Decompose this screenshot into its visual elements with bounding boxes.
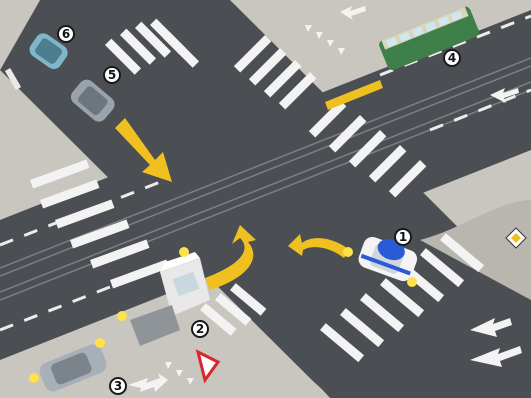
car3-indicator-rear bbox=[29, 373, 39, 383]
tram bbox=[379, 6, 479, 71]
sidewalk-corner-left bbox=[0, 0, 40, 70]
arrow-tram-left bbox=[325, 80, 383, 110]
label-2-text: 2 bbox=[196, 322, 204, 336]
label-6-text: 6 bbox=[62, 27, 70, 41]
label-5: 5 bbox=[103, 66, 121, 84]
label-1: 1 bbox=[394, 228, 412, 246]
label-1-text: 1 bbox=[399, 230, 407, 244]
crossing-top-right bbox=[233, 35, 427, 198]
car-5 bbox=[70, 79, 115, 122]
police-indicator-rear bbox=[407, 277, 417, 287]
yield-sign-icon bbox=[195, 349, 221, 384]
yield-markings bbox=[165, 25, 345, 385]
crossing-left bbox=[29, 159, 170, 289]
truck bbox=[130, 252, 210, 346]
police-indicator-front bbox=[343, 247, 353, 257]
arrow-police-left bbox=[288, 234, 350, 258]
sign-post-left bbox=[4, 67, 22, 91]
label-4-text: 4 bbox=[448, 51, 456, 65]
label-2: 2 bbox=[191, 320, 209, 338]
sidewalk-corner-bottom bbox=[200, 361, 330, 398]
arrow-car5-straight bbox=[115, 118, 172, 182]
straight-arrow-icon bbox=[128, 373, 168, 392]
sidewalk-corner-right bbox=[420, 200, 531, 300]
turn-left-arrow-icon bbox=[470, 318, 522, 367]
truck-indicator-rear bbox=[117, 311, 127, 321]
crossing-bottom-left bbox=[199, 283, 267, 336]
crossing-top-left bbox=[105, 18, 200, 75]
sidewalk-corner-top bbox=[230, 0, 330, 27]
label-3-text: 3 bbox=[114, 379, 122, 393]
u-turn-arrow-icon bbox=[340, 6, 519, 103]
truck-indicator-front bbox=[179, 247, 189, 257]
car-3 bbox=[39, 344, 107, 392]
label-5-text: 5 bbox=[108, 68, 116, 82]
priority-road-sign-icon bbox=[505, 227, 527, 249]
arrow-truck-left bbox=[205, 225, 256, 290]
car3-indicator-front bbox=[95, 338, 105, 348]
crossing-bottom bbox=[320, 233, 485, 363]
label-4: 4 bbox=[443, 49, 461, 67]
label-6: 6 bbox=[57, 25, 75, 43]
label-3: 3 bbox=[109, 377, 127, 395]
car-6 bbox=[29, 33, 68, 70]
